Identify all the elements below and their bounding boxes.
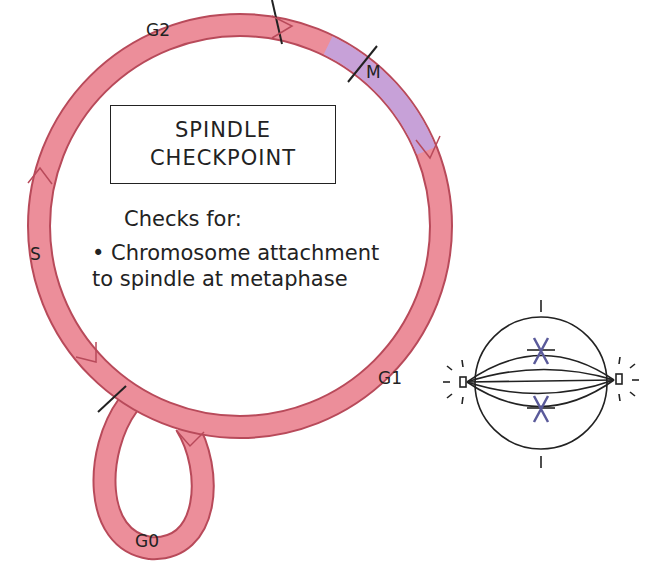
phase-label: G1 <box>378 368 402 389</box>
chevron <box>176 430 204 446</box>
phase-label: G2 <box>146 20 170 41</box>
phase-label: G0 <box>135 531 159 552</box>
tick-mark <box>98 386 126 412</box>
chevron <box>76 342 96 362</box>
cycle-ring <box>39 25 441 427</box>
chromosome <box>534 338 548 422</box>
cycle-ring-outline <box>39 25 441 427</box>
checkpoint-box: SPINDLE CHECKPOINT <box>110 105 336 184</box>
checks-heading: Checks for: <box>124 206 242 232</box>
box-title: SPINDLE CHECKPOINT <box>111 117 335 172</box>
spindle-illustration <box>443 300 639 468</box>
chevron <box>28 168 52 184</box>
phase-label: M <box>366 62 381 83</box>
chevron <box>272 16 292 38</box>
check-item: • Chromosome attachment to spindle at me… <box>92 240 392 293</box>
m-phase-segment <box>328 45 426 150</box>
phase-label: S <box>30 244 41 265</box>
chevron <box>416 136 440 158</box>
